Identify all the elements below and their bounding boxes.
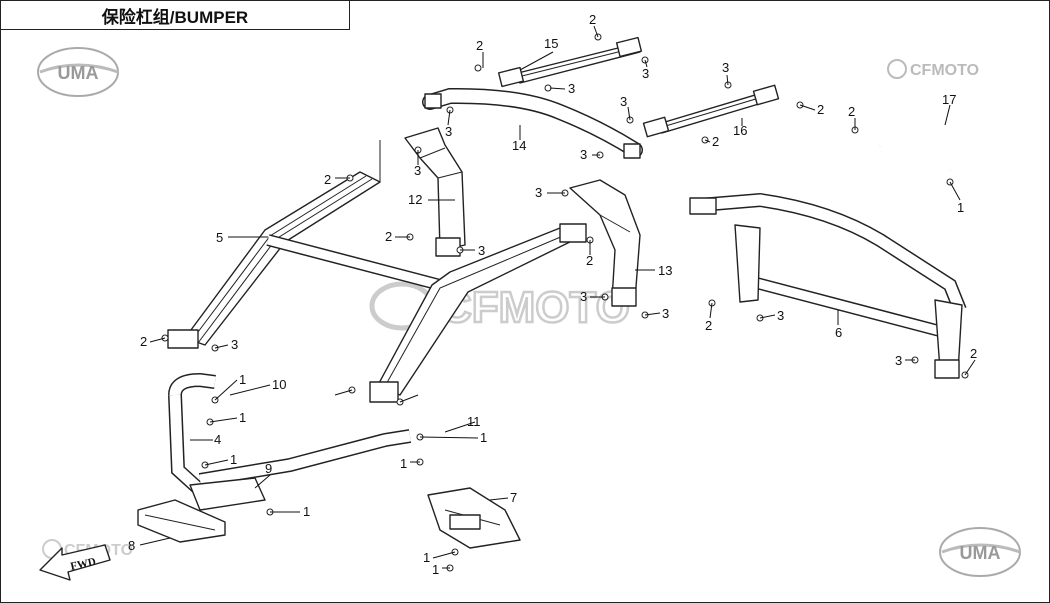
callout-1: 1 [230,452,237,467]
callout-3: 3 [445,124,452,139]
callout-2: 2 [324,172,331,187]
callout-2: 2 [712,134,719,149]
callout-3: 3 [620,94,627,109]
callout-16: 16 [733,123,747,138]
callout-1: 1 [432,562,439,577]
callout-7: 7 [510,490,517,505]
callout-15: 15 [544,36,558,51]
callout-10: 10 [272,377,286,392]
callout-1: 1 [957,200,964,215]
callout-3: 3 [580,289,587,304]
uma-logo-text: UMA [58,63,99,83]
central-diagonal-beam [369,223,587,403]
callout-3: 3 [722,60,729,75]
callout-3: 3 [478,243,485,258]
callout-2: 2 [589,12,596,27]
callout-1: 1 [239,372,246,387]
callout-2: 2 [817,102,824,117]
part-6-rear-cage [689,192,967,379]
part-4-front-bumper [168,372,412,511]
callout-17: 17 [942,92,956,107]
callout-1: 1 [303,504,310,519]
callout-1: 1 [423,550,430,565]
fwd-arrow-icon: FWD [39,544,111,581]
callout-3: 3 [535,185,542,200]
callout-1: 1 [400,456,407,471]
callout-12: 12 [408,192,422,207]
callout-6: 6 [835,325,842,340]
part-8-skid-plate [137,499,226,543]
callout-2: 2 [385,229,392,244]
part-12-upright [404,127,466,257]
callout-3: 3 [231,337,238,352]
callout-2: 2 [140,334,147,349]
callout-14: 14 [512,138,526,153]
middle-cross-tube [266,234,442,291]
part-14-roof-tube [422,87,643,159]
cfmoto-logo-top-right: CFMOTO [887,59,979,79]
callout-2: 2 [970,346,977,361]
part-16-crossbar [642,84,780,138]
part-7-skid-plate [427,487,521,549]
callout-8: 8 [128,538,135,553]
callout-1: 1 [480,430,487,445]
callout-3: 3 [895,353,902,368]
part-5-side-rail [167,140,381,349]
callout-11: 11 [467,414,481,429]
callout-5: 5 [216,230,223,245]
callout-13: 13 [658,263,672,278]
callout-9: 9 [265,461,272,476]
cfmoto-logo-text: CFMOTO [910,62,979,79]
callout-1: 1 [239,410,246,425]
uma-logo-text-bottom: UMA [960,543,1001,563]
callout-3: 3 [642,66,649,81]
callout-labels: 2 15 3 2 3 3 2 16 2 17 3 14 3 3 2 12 1 5… [128,12,977,577]
callout-4: 4 [214,432,221,447]
part-13-upright [569,179,641,307]
uma-logo-bottom-right: UMA [939,527,1021,577]
fwd-label: FWD [69,556,97,573]
callout-3: 3 [568,81,575,96]
callout-2: 2 [476,38,483,53]
callout-3: 3 [777,308,784,323]
callout-3: 3 [414,163,421,178]
callout-2: 2 [586,253,593,268]
uma-logo-top-left: UMA [37,47,119,97]
callout-3: 3 [580,147,587,162]
callout-2: 2 [848,104,855,119]
callout-2: 2 [705,318,712,333]
leader-lines [139,25,976,569]
diagram-title: 保险杠组/BUMPER [0,0,350,30]
callout-3: 3 [662,306,669,321]
part-15-crossbar [497,36,643,88]
part-17-grab-tube [878,121,967,173]
